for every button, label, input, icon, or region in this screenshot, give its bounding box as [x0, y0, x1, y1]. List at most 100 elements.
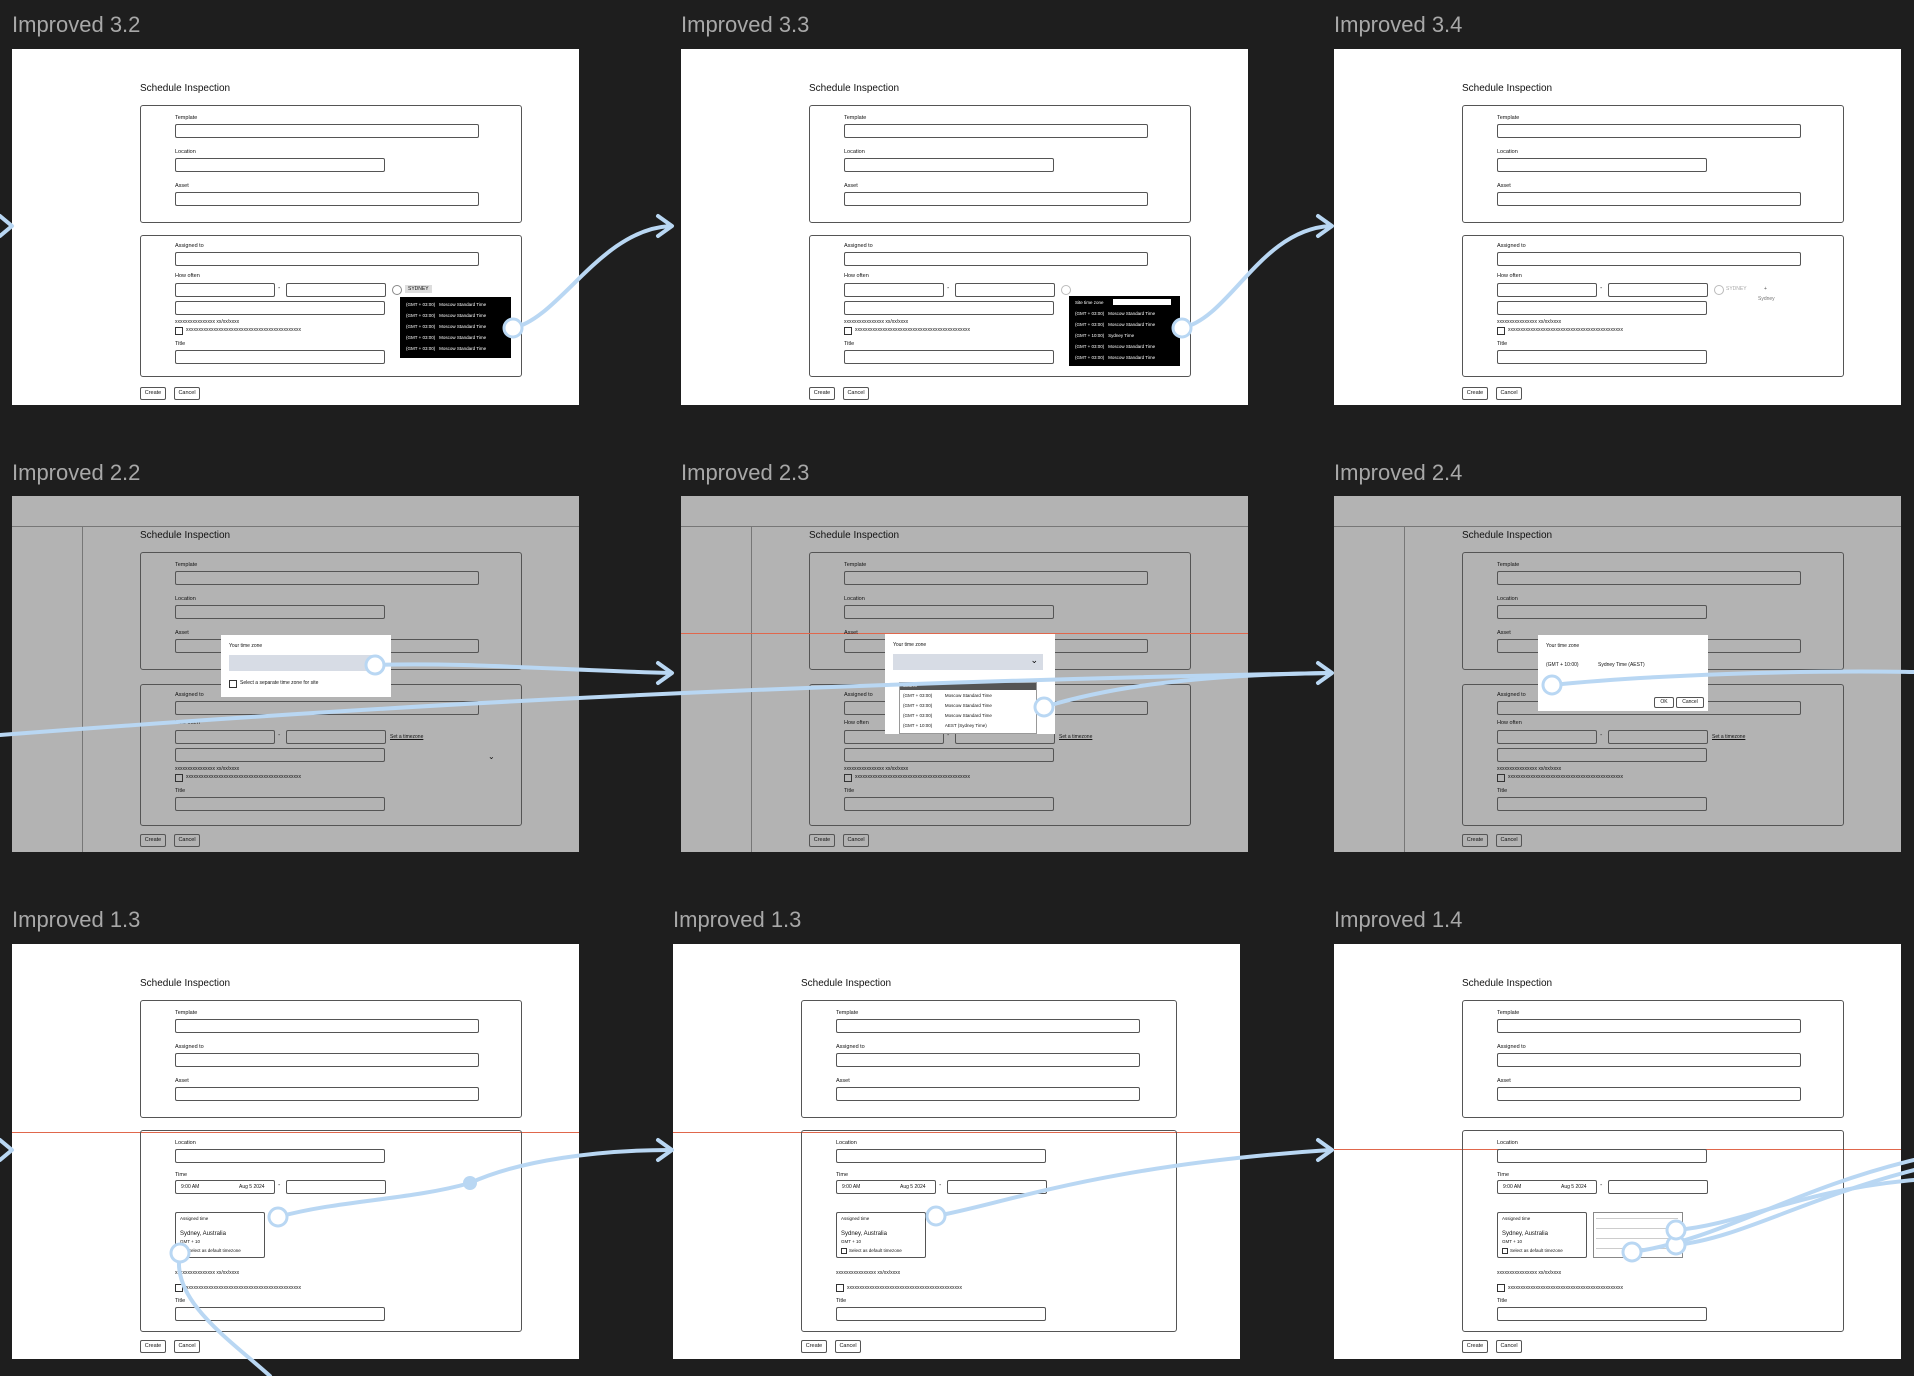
start-time-input[interactable]: 9:00 AM Aug 5 2024 [836, 1180, 936, 1194]
title-input[interactable] [844, 797, 1054, 811]
timezone-list-popover[interactable] [1593, 1212, 1683, 1258]
option-checkbox[interactable] [1497, 774, 1505, 782]
assigned-input[interactable] [836, 1053, 1140, 1067]
set-timezone-link[interactable]: Set a timezone [1059, 734, 1093, 740]
option-checkbox[interactable] [175, 327, 183, 335]
title-input[interactable] [175, 1307, 385, 1321]
assigned-input[interactable] [1497, 1053, 1801, 1067]
template-input[interactable] [175, 124, 479, 138]
timezone-dropdown[interactable]: (GMT + 03:00) Moscow Standard Time (GMT … [400, 297, 511, 358]
cancel-button[interactable]: Cancel [1496, 1340, 1522, 1353]
end-input[interactable] [1608, 730, 1708, 744]
option-checkbox[interactable] [844, 774, 852, 782]
assigned-input[interactable] [1497, 252, 1801, 266]
template-input[interactable] [1497, 124, 1801, 138]
location-input[interactable] [1497, 158, 1707, 172]
timezone-card[interactable]: Assigned time Sydney, Australia GMT + 10… [836, 1212, 926, 1258]
option-checkbox[interactable] [1497, 1284, 1505, 1292]
start-input[interactable] [175, 730, 275, 744]
option-checkbox[interactable] [175, 774, 183, 782]
create-button[interactable]: Create [809, 387, 835, 400]
create-button[interactable]: Create [1462, 834, 1488, 847]
set-timezone-link[interactable]: Set a timezone [390, 734, 424, 740]
frequency-input[interactable] [844, 301, 1054, 315]
timezone-list[interactable]: Search (GMT + 03:00) Moscow Standard Tim… [899, 682, 1037, 734]
asset-input[interactable] [836, 1087, 1140, 1101]
timezone-select[interactable]: ⌄ [893, 654, 1043, 670]
cancel-button[interactable]: Cancel [835, 1340, 861, 1353]
title-input[interactable] [175, 350, 385, 364]
end-time-input[interactable] [947, 1180, 1047, 1194]
timezone-option[interactable]: (GMT + 03:00) Moscow Standard Time [903, 693, 992, 698]
timezone-option[interactable]: (GMT + 10:00) Sydney Time [1075, 333, 1135, 338]
assigned-input[interactable] [844, 252, 1148, 266]
end-input[interactable] [286, 283, 386, 297]
timezone-option[interactable]: (GMT + 03:00) Moscow Standard Time [1075, 355, 1156, 360]
cancel-button[interactable]: Cancel [1496, 834, 1522, 847]
create-button[interactable]: Create [801, 1340, 827, 1353]
location-input[interactable] [1497, 605, 1707, 619]
option-checkbox[interactable] [836, 1284, 844, 1292]
cancel-button[interactable]: Cancel [174, 834, 200, 847]
create-button[interactable]: Create [1462, 387, 1488, 400]
set-timezone-link[interactable]: Set a timezone [1712, 734, 1746, 740]
title-input[interactable] [1497, 1307, 1707, 1321]
location-input[interactable] [175, 605, 385, 619]
template-input[interactable] [175, 571, 479, 585]
timezone-select[interactable] [229, 655, 379, 671]
title-input[interactable] [175, 797, 385, 811]
timezone-chip[interactable]: SYDNEY [1726, 286, 1747, 292]
timezone-chip[interactable]: SYDNEY [405, 285, 432, 293]
end-time-input[interactable] [286, 1180, 386, 1194]
start-input[interactable] [1497, 730, 1597, 744]
assigned-input[interactable] [175, 252, 479, 266]
assigned-input[interactable] [175, 1053, 479, 1067]
timezone-option[interactable]: (GMT + 03:00) Moscow Standard Time [406, 346, 487, 351]
default-timezone-checkbox[interactable] [841, 1248, 847, 1254]
end-input[interactable] [286, 730, 386, 744]
timezone-option[interactable]: (GMT + 03:00) Moscow Standard Time [1075, 311, 1156, 316]
frequency-input[interactable] [1497, 748, 1707, 762]
timezone-option[interactable]: (GMT + 03:00) Moscow Standard Time [1075, 344, 1156, 349]
cancel-button[interactable]: Cancel [843, 834, 869, 847]
timezone-option[interactable]: (GMT + 03:00) Moscow Standard Time [406, 324, 487, 329]
cancel-button[interactable]: Cancel [843, 387, 869, 400]
globe-icon[interactable] [1061, 285, 1071, 295]
start-input[interactable] [175, 283, 275, 297]
option-checkbox[interactable] [175, 1284, 183, 1292]
frequency-input[interactable] [175, 748, 385, 762]
ok-button[interactable]: OK [1654, 697, 1674, 708]
separate-timezone-checkbox[interactable] [229, 680, 237, 688]
location-input[interactable] [175, 158, 385, 172]
start-input[interactable] [1497, 283, 1597, 297]
end-time-input[interactable] [1608, 1180, 1708, 1194]
title-input[interactable] [1497, 797, 1707, 811]
title-input[interactable] [836, 1307, 1046, 1321]
globe-icon[interactable] [1714, 285, 1724, 295]
globe-icon[interactable] [392, 285, 402, 295]
chevron-down-icon[interactable]: ⌄ [488, 752, 495, 761]
frequency-input[interactable] [1497, 301, 1707, 315]
default-timezone-checkbox[interactable] [1502, 1248, 1508, 1254]
timezone-option[interactable]: (GMT + 03:00) Moscow Standard Time [1075, 322, 1156, 327]
title-input[interactable] [1497, 350, 1707, 364]
cancel-button[interactable]: Cancel [174, 1340, 200, 1353]
asset-input[interactable] [175, 1087, 479, 1101]
template-input[interactable] [844, 124, 1148, 138]
timezone-card[interactable]: Assigned time Sydney, Australia GMT + 10… [175, 1212, 265, 1258]
location-input[interactable] [1497, 1149, 1707, 1163]
end-input[interactable] [955, 283, 1055, 297]
template-input[interactable] [1497, 571, 1801, 585]
create-button[interactable]: Create [809, 834, 835, 847]
timezone-option[interactable]: (GMT + 03:00) Moscow Standard Time [903, 703, 992, 708]
create-button[interactable]: Create [1462, 1340, 1488, 1353]
cancel-button[interactable]: Cancel [1676, 697, 1704, 708]
option-checkbox[interactable] [1497, 327, 1505, 335]
end-input[interactable] [1608, 283, 1708, 297]
timezone-option[interactable]: (GMT + 03:00) Moscow Standard Time [406, 302, 487, 307]
timezone-option[interactable]: (GMT + 03:00) Moscow Standard Time [406, 313, 487, 318]
asset-input[interactable] [844, 192, 1148, 206]
template-input[interactable] [175, 1019, 479, 1033]
location-input[interactable] [844, 158, 1054, 172]
create-button[interactable]: Create [140, 834, 166, 847]
